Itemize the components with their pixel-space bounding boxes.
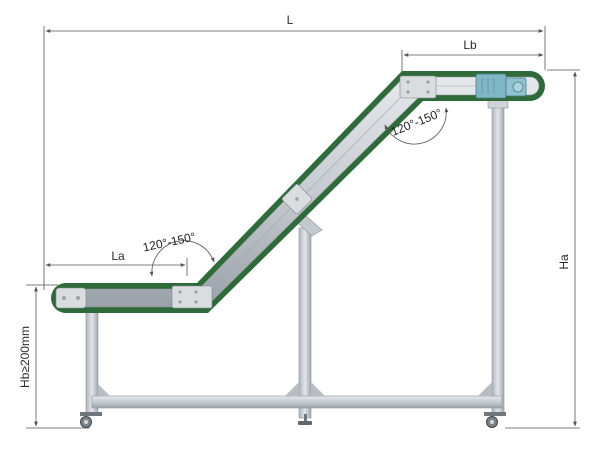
caster-wheel-icon bbox=[80, 412, 102, 428]
label-upper-height: Ha bbox=[557, 254, 571, 270]
label-lower-bend-angle: 120°-150° bbox=[141, 230, 197, 255]
caster-wheel-icon bbox=[484, 412, 506, 428]
label-lower-section-length: La bbox=[111, 249, 125, 263]
label-total-length: L bbox=[287, 13, 294, 27]
bolts bbox=[62, 80, 430, 304]
label-lower-height: Hb≥200mm bbox=[18, 326, 32, 388]
label-upper-section-length: Lb bbox=[463, 38, 477, 52]
motor-icon bbox=[475, 73, 527, 99]
support-frame bbox=[85, 97, 509, 419]
angle-arcs bbox=[149, 107, 449, 277]
leveling-foot-icon bbox=[298, 414, 312, 425]
